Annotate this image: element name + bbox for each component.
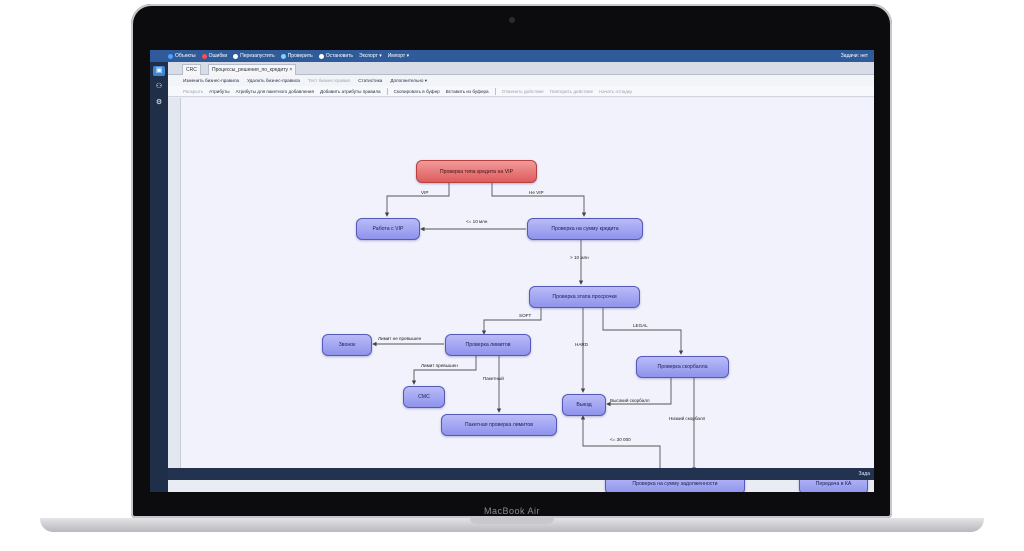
diagram-canvas[interactable]: Проверка типа кредита на VIP Работа с VI… bbox=[181, 98, 874, 492]
node-sms[interactable]: СМС bbox=[403, 386, 445, 408]
menu-item-6[interactable]: Импорт ▾ bbox=[388, 53, 409, 59]
menu-item-icon bbox=[201, 53, 207, 59]
node-call[interactable]: Звонок bbox=[322, 334, 372, 356]
node-vip-work[interactable]: Работа с VIP bbox=[356, 218, 420, 240]
main-menu: Объекты Ошибки Перезапустить Проверить Остан… bbox=[168, 50, 409, 62]
menu-item-1[interactable]: Ошибки bbox=[201, 53, 228, 59]
edge-label-legal: LEGAL bbox=[633, 323, 648, 328]
edge-label-not-vip: Не VIP bbox=[529, 190, 544, 195]
ribbon1-button-3[interactable]: Статистика bbox=[358, 78, 383, 83]
menu-item-icon bbox=[280, 53, 286, 59]
menu-item-label: Импорт ▾ bbox=[387, 53, 410, 59]
ribbon2-button-5[interactable]: Вставить из буфера bbox=[445, 88, 489, 94]
ribbon2-button-1[interactable]: Атрибуты bbox=[209, 88, 230, 94]
connector-lines bbox=[372, 183, 697, 468]
menu-item-icon bbox=[318, 53, 324, 59]
edge-label-high-scoring: Высокий скорбалл bbox=[610, 398, 650, 403]
menu-item-label: Объекты bbox=[175, 53, 196, 59]
edge-limit-exceeded bbox=[411, 356, 477, 385]
node-credit-amount-check[interactable]: Проверка на сумму кредита bbox=[527, 218, 643, 240]
laptop-base bbox=[40, 518, 984, 532]
edge-legal bbox=[602, 308, 684, 355]
tab-crc[interactable]: CRC bbox=[182, 64, 201, 75]
edge-not-vip bbox=[491, 183, 587, 217]
webcam bbox=[509, 17, 515, 23]
menu-item-icon bbox=[168, 53, 173, 59]
ribbon2-button-3[interactable]: Добавить атрибуты правила bbox=[319, 88, 381, 94]
screen: Объекты Ошибки Перезапустить Проверить Остан… bbox=[150, 50, 874, 492]
ribbon1-button-0[interactable]: Изменить бизнес-правила bbox=[183, 78, 240, 83]
edge-label-vip: VIP bbox=[421, 190, 429, 195]
collapsed-side-panel[interactable] bbox=[168, 98, 181, 468]
ribbon1-button-2[interactable]: Тест бизнес-правил bbox=[307, 78, 351, 83]
edge-label-low-scoring: Низкий скорбалл bbox=[669, 416, 706, 421]
ribbon-primary: Изменить бизнес-правила Удалить бизнес-пр… bbox=[168, 75, 874, 86]
laptop-base-notch bbox=[470, 518, 554, 524]
menu-item-0[interactable]: Объекты bbox=[168, 53, 196, 59]
menu-item-4[interactable]: Остановить bbox=[318, 53, 354, 59]
ribbon2-button-6[interactable]: Отменить действие bbox=[501, 88, 544, 94]
settings-icon[interactable]: ⚙ bbox=[155, 99, 163, 106]
tasks-indicator[interactable]: Задачи: нет bbox=[840, 53, 868, 59]
edge-label-le-30000: <= 30 000 bbox=[610, 437, 631, 442]
users-icon[interactable]: ⚇ bbox=[155, 83, 163, 90]
menu-item-2[interactable]: Перезапустить bbox=[233, 53, 275, 59]
edge-label-le-10mln: <= 10 млн bbox=[466, 219, 488, 224]
edge-vip bbox=[384, 183, 450, 217]
status-right-label: Зада bbox=[858, 471, 871, 477]
edge-high-scoring bbox=[606, 378, 672, 407]
edge-label-hard: HARD bbox=[575, 342, 589, 347]
node-limit-check[interactable]: Проверка лимитов bbox=[445, 334, 531, 356]
top-menu-bar: Объекты Ошибки Перезапустить Проверить Остан… bbox=[150, 50, 874, 62]
device-model-label: MacBook Air bbox=[483, 506, 541, 516]
menu-item-3[interactable]: Проверить bbox=[280, 53, 313, 59]
ribbon-separator bbox=[494, 87, 496, 95]
tab-credit-process[interactable]: Процессы_решения_по_кредиту × bbox=[208, 64, 297, 75]
edge-soft bbox=[481, 308, 542, 335]
edge-le-30000 bbox=[580, 415, 661, 468]
status-bar: Зада bbox=[168, 468, 874, 480]
ribbon2-button-2[interactable]: Атрибуты для пакетного добавления bbox=[235, 88, 314, 94]
edge-label-limit-exceeded: Лимит превышен bbox=[421, 363, 458, 368]
edge-label-gt-10mln: > 10 млн bbox=[570, 255, 589, 260]
home-icon[interactable]: ▣ bbox=[153, 66, 165, 76]
node-batch-limit-check[interactable]: Пакетная проверка лимитов bbox=[441, 414, 557, 436]
close-icon[interactable]: × bbox=[289, 67, 293, 73]
ribbon2-button-0[interactable]: Раскрыть bbox=[183, 88, 204, 94]
node-overdue-stage-check[interactable]: Проверка этапа просрочки bbox=[529, 286, 640, 308]
menu-item-label: Остановить bbox=[325, 53, 354, 59]
edge-label-limit-not-exceeded: Лимит не превышен bbox=[378, 336, 422, 341]
edge-label-soft: SOFT bbox=[519, 313, 532, 318]
edge-label-batch: Пакетный bbox=[483, 376, 504, 381]
left-nav-bar: ▣ ⚇ ⚙ bbox=[150, 62, 168, 492]
ribbon1-button-1[interactable]: Удалить бизнес-правила bbox=[247, 78, 300, 83]
menu-item-label: Ошибки bbox=[208, 53, 228, 59]
ribbon1-button-4[interactable]: Дополнительно ▾ bbox=[390, 77, 428, 83]
ribbon2-button-8[interactable]: Начать отладку bbox=[599, 88, 633, 94]
menu-item-label: Проверить bbox=[287, 53, 313, 59]
node-departure[interactable]: Выезд bbox=[562, 394, 606, 416]
node-vip-type-check[interactable]: Проверка типа кредита на VIP bbox=[416, 160, 537, 183]
ribbon2-button-4[interactable]: Скопировать в буфер bbox=[393, 88, 440, 94]
ribbon-secondary: Раскрыть Атрибуты Атрибуты для пакетного д… bbox=[168, 86, 874, 97]
document-tabs: CRC Процессы_решения_по_кредиту × bbox=[168, 62, 874, 75]
menu-item-label: Экспорт ▾ bbox=[359, 53, 382, 59]
menu-item-icon bbox=[233, 53, 239, 59]
menu-item-5[interactable]: Экспорт ▾ bbox=[359, 53, 382, 59]
ribbon2-button-7[interactable]: Повторить действие bbox=[549, 88, 594, 94]
menu-item-label: Перезапустить bbox=[240, 53, 275, 59]
ribbon-separator bbox=[386, 87, 388, 95]
node-scoring-check[interactable]: Проверка скорбалла bbox=[636, 356, 729, 378]
